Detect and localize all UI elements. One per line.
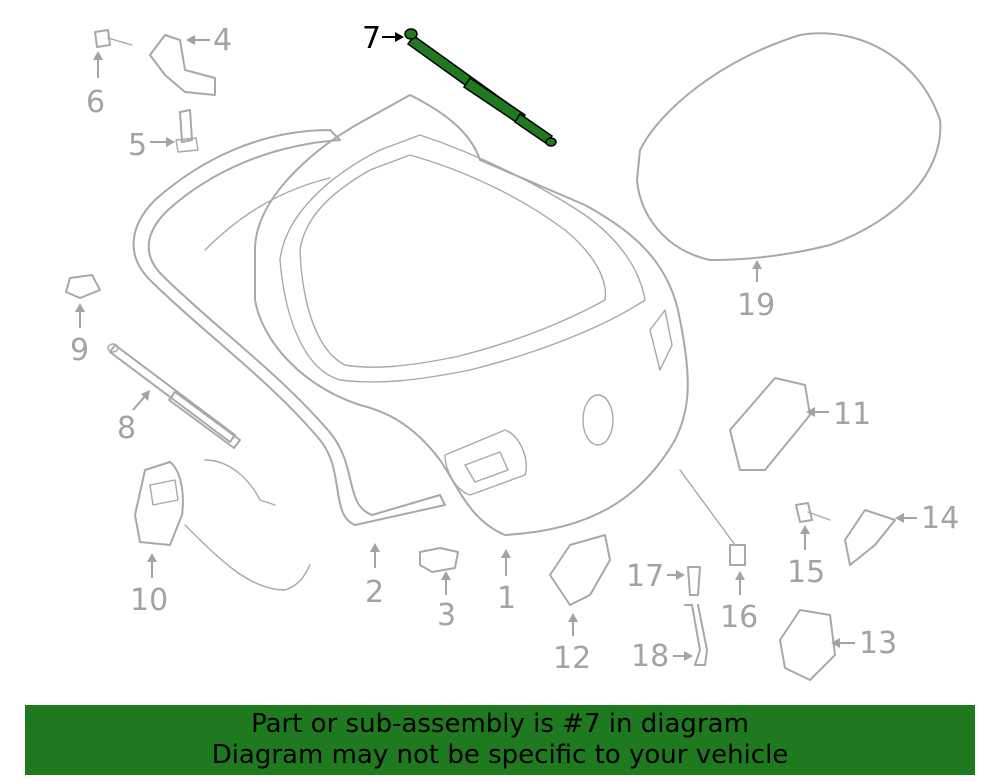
callout-3: 3 bbox=[437, 598, 456, 633]
callout-8: 8 bbox=[117, 411, 136, 446]
part-13-motor bbox=[779, 609, 836, 681]
part-5-bolt bbox=[175, 109, 199, 153]
part-3-grommet bbox=[419, 547, 459, 573]
part-10-latch bbox=[134, 459, 311, 591]
callout-16: 16 bbox=[720, 600, 758, 635]
banner-line-2: Diagram may not be specific to your vehi… bbox=[211, 740, 789, 770]
callout-9: 9 bbox=[70, 333, 89, 368]
callout-1: 1 bbox=[497, 581, 516, 616]
part-9-clip bbox=[65, 274, 101, 299]
callout-5: 5 bbox=[128, 128, 147, 163]
callout-4: 4 bbox=[213, 23, 232, 58]
callout-17: 17 bbox=[626, 559, 664, 594]
part-12-actuator bbox=[549, 534, 611, 606]
callout-7: 7 bbox=[362, 21, 381, 56]
callout-6: 6 bbox=[86, 85, 105, 120]
part-14-handle bbox=[844, 509, 896, 566]
part-11-module bbox=[729, 377, 811, 471]
part-1-liftgate bbox=[254, 94, 689, 536]
parts-diagram: 7 4 6 5 9 8 10 2 3 1 12 17 18 16 bbox=[65, 21, 959, 681]
part-2-weatherstrip bbox=[132, 129, 446, 526]
part-17-pin bbox=[687, 566, 701, 596]
info-banner: Part or sub-assembly is #7 in diagram Di… bbox=[25, 705, 975, 775]
callout-10: 10 bbox=[130, 583, 168, 618]
part-15-bolt bbox=[795, 502, 831, 523]
callout-15: 15 bbox=[787, 555, 825, 590]
callout-13: 13 bbox=[859, 626, 897, 661]
part-7-gas-strut bbox=[404, 28, 557, 147]
callout-11: 11 bbox=[833, 397, 871, 432]
part-8-strut bbox=[107, 343, 241, 449]
part-16-cable bbox=[679, 469, 746, 566]
part-4-hinge bbox=[149, 34, 216, 96]
part-19-glass bbox=[636, 32, 942, 261]
callout-2: 2 bbox=[365, 575, 384, 610]
callout-19: 19 bbox=[737, 288, 775, 323]
part-18-rod bbox=[684, 604, 708, 666]
callout-18: 18 bbox=[631, 639, 669, 674]
callout-12: 12 bbox=[553, 641, 591, 676]
callout-14: 14 bbox=[921, 501, 959, 536]
part-6-bolt bbox=[94, 29, 133, 48]
banner-line-1: Part or sub-assembly is #7 in diagram bbox=[251, 709, 749, 739]
